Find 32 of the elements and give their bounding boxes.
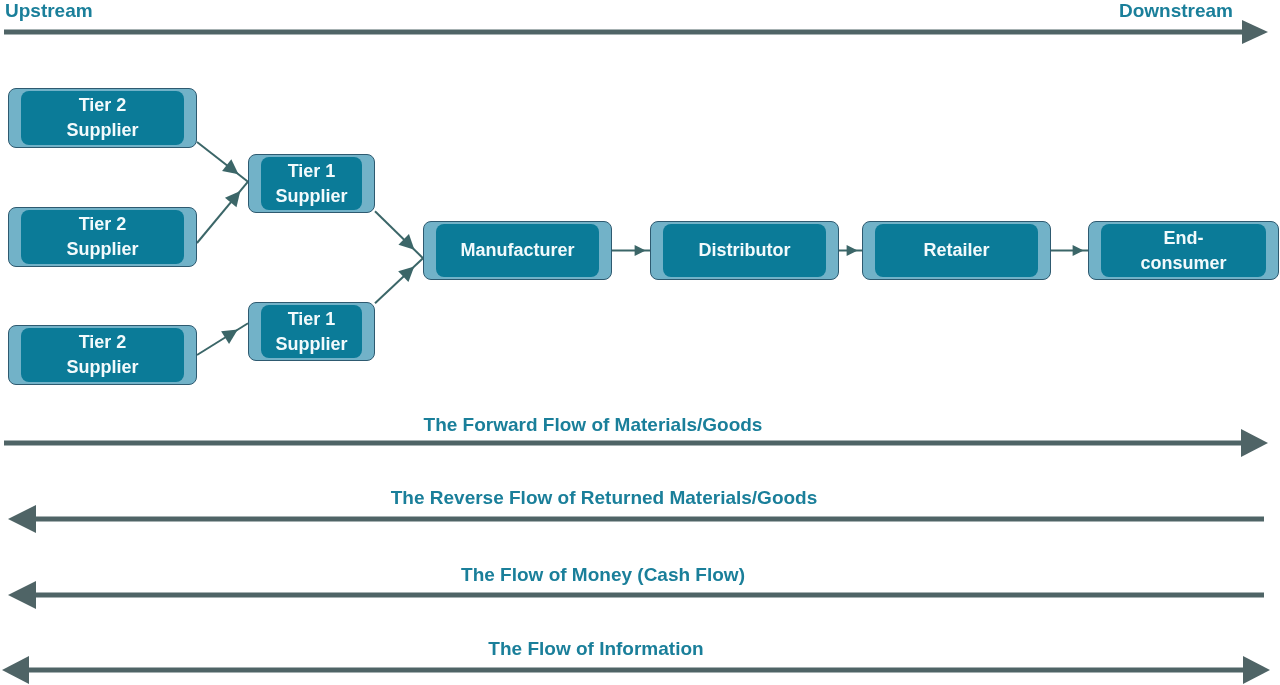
- connector-arrow: [611, 245, 651, 256]
- flow-label: The Reverse Flow of Returned Materials/Goods: [390, 486, 818, 510]
- process-box: [248, 302, 375, 361]
- connector-arrow: [196, 141, 249, 183]
- node-label: Tier 2 Supplier: [65, 94, 140, 142]
- node-label: Manufacturer: [460, 239, 575, 262]
- node-label: Tier 1 Supplier: [274, 307, 349, 356]
- node-label: Tier 1 Supplier: [274, 159, 349, 208]
- connector-arrow: [374, 210, 424, 260]
- direction-label: Downstream: [1118, 0, 1233, 23]
- flow-label: The Forward Flow of Materials/Goods: [423, 413, 763, 437]
- connector-arrow: [1050, 245, 1089, 256]
- connector-arrow: [374, 257, 424, 305]
- process-box: [8, 207, 197, 267]
- node-label: Tier 2 Supplier: [65, 331, 140, 379]
- node-label: Retailer: [923, 239, 990, 262]
- flow-label: The Flow of Information: [488, 637, 704, 661]
- process-box: [423, 221, 612, 280]
- direction-label: Upstream: [5, 0, 93, 23]
- process-box: [8, 88, 197, 148]
- process-box: [1088, 221, 1279, 280]
- node-label: Tier 2 Supplier: [65, 213, 140, 261]
- process-box: [248, 154, 375, 213]
- connector-arrow: [196, 180, 249, 244]
- node-label: End-consumer: [1139, 226, 1228, 275]
- node-label: Distributor: [698, 239, 791, 262]
- flow-label: The Flow of Money (Cash Flow): [461, 563, 745, 587]
- connector-arrow: [196, 322, 249, 356]
- process-box: [8, 325, 197, 385]
- connector-arrow: [838, 245, 863, 256]
- process-box: [862, 221, 1051, 280]
- process-box: [650, 221, 839, 280]
